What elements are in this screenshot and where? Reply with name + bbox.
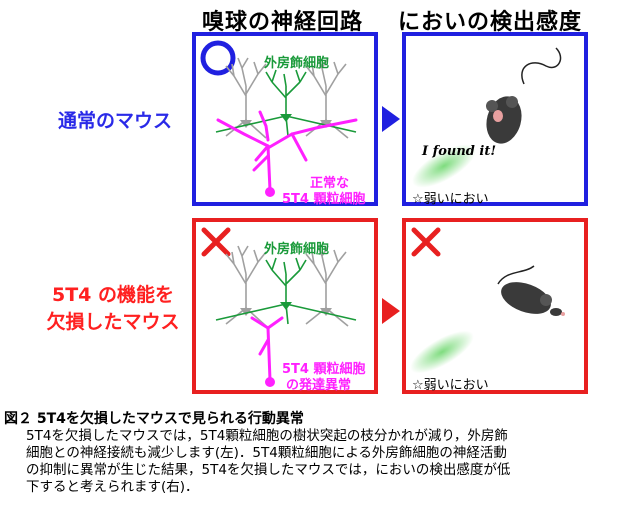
granule-label-ko-line2: の発達異常: [286, 378, 352, 393]
tufted-cell-label-normal: 外房飾細胞: [264, 56, 330, 71]
normal-mouse-scene: [412, 47, 562, 188]
panel-knockout-circuit: 外房飾細胞 5T4 顆粒細胞 の発達異常: [192, 218, 378, 394]
normal-circuit-diagram: [200, 40, 358, 197]
row-label-knockout-line1: 5T4 の機能を: [51, 284, 175, 306]
green-cell-body: [280, 114, 292, 122]
mouse-body-ko: [501, 282, 551, 314]
speech-bubble-text: I found it!: [422, 144, 497, 159]
mouse-tail-ko: [497, 265, 535, 285]
caption-line-3: の抑制に異常が生じた結果，5T4を欠損したマウスでは，においの検出感度が低: [26, 462, 511, 478]
gray-cell-body-right-ko: [320, 308, 332, 316]
gray-cell-body-left-ko: [240, 308, 252, 316]
mouse-ear-right: [506, 96, 518, 108]
mouse-snout: [493, 110, 503, 122]
green-tufted-cell-ko: [215, 257, 357, 325]
green-cell-body-ko: [280, 302, 292, 310]
granule-label-normal-line2: 5T4 顆粒細胞: [282, 192, 366, 207]
granule-cell-body: [265, 187, 275, 197]
mouse-nose-ko: [561, 312, 565, 316]
row-label-knockout: 5T4 の機能を 欠損したマウス: [38, 282, 188, 336]
mouse-ear-ko: [540, 294, 552, 306]
panel-normal-circuit: 外房飾細胞 正常な 5T4 顆粒細胞: [192, 32, 378, 207]
magenta-granule-dendrites-ko: [250, 316, 284, 382]
granule-label-ko-line1: 5T4 顆粒細胞: [282, 362, 366, 377]
weak-smell-label-top: ☆弱いにおい: [412, 192, 489, 207]
panel-knockout-sensitivity: ☆弱いにおい: [402, 218, 588, 394]
odor-cloud-ko: [410, 330, 474, 374]
knockout-mouse-scene: [410, 227, 565, 374]
odor-cloud: [412, 144, 476, 188]
ok-circle-icon: [200, 40, 236, 76]
x-cross-icon: [411, 227, 441, 257]
header-circuit: 嗅球の神経回路: [202, 10, 364, 35]
granule-cell-body-ko: [265, 377, 275, 387]
figure-caption-body: 5T4を欠損したマウスでは，5T4顆粒細胞の樹状突起の枝分かれが減り，外房飾 細…: [26, 428, 626, 496]
panel-normal-sensitivity: I found it! ☆弱いにおい: [402, 32, 588, 207]
knockout-circuit-diagram: [201, 227, 357, 387]
row-label-knockout-line2: 欠損したマウス: [46, 311, 180, 333]
header-sensitivity: においの検出感度: [398, 10, 583, 35]
caption-line-1: 5T4を欠損したマウスでは，5T4顆粒細胞の樹状突起の枝分かれが減り，外房飾: [26, 428, 508, 444]
tufted-cell-label-ko: 外房飾細胞: [264, 242, 330, 257]
granule-label-normal-line1: 正常な: [310, 176, 350, 191]
mouse-head-ko: [550, 308, 562, 316]
x-cross-icon: [201, 227, 231, 257]
mouse-tail: [521, 47, 562, 85]
caption-line-2: 細胞との神経接続も減少します(左)．5T4顆粒細胞による外房飾細胞の神経活動: [26, 445, 507, 461]
gray-cell-body-left: [240, 120, 252, 128]
mouse-ear-left: [486, 100, 498, 112]
arrow-right-top: [382, 106, 400, 132]
figure-caption-title: 図２ 5T4を欠損したマウスで見られる行動異常: [4, 411, 304, 427]
magenta-granule-dendrites: [216, 110, 358, 192]
row-label-normal: 通常のマウス: [57, 110, 172, 132]
weak-smell-label-bottom: ☆弱いにおい: [412, 378, 489, 393]
mouse-body: [486, 96, 522, 144]
arrow-right-bottom: [382, 298, 400, 324]
caption-line-4: 下すると考えられます(右)．: [26, 479, 199, 495]
gray-cell-body-right: [320, 120, 332, 128]
